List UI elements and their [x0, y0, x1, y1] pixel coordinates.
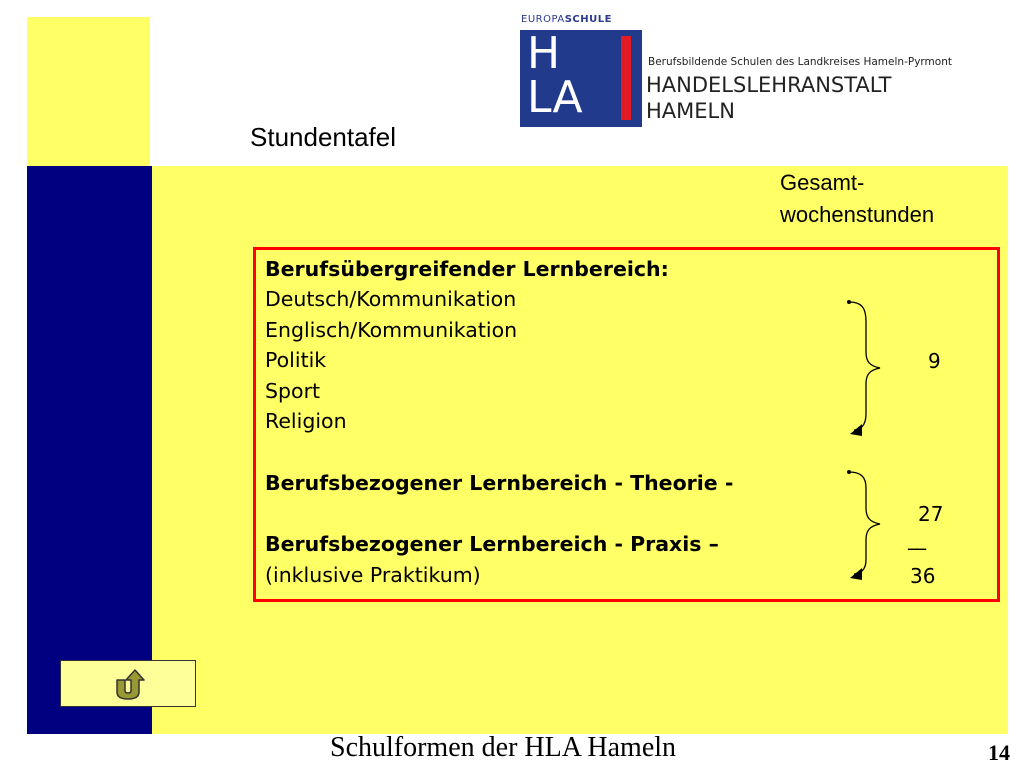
- footer-text: Schulformen der HLA Hameln: [330, 732, 677, 763]
- arrow-section23: [850, 568, 862, 580]
- brace-section23: [848, 471, 881, 575]
- brace-arrows-graphic: [847, 300, 881, 580]
- section1-heading: Berufsübergreifender Lernbereich:: [265, 257, 669, 281]
- logo-letters-la: LA: [527, 72, 583, 123]
- logo-city: HAMELN: [646, 99, 735, 123]
- section1-item: Englisch/Kommunikation: [265, 318, 518, 342]
- u-turn-back-arrow-icon: [116, 668, 145, 700]
- yellow-header-block: [27, 17, 150, 166]
- page-number: 14: [988, 740, 1010, 765]
- section3-note: (inklusive Praktikum): [265, 563, 481, 587]
- logo-red-bar: [621, 36, 631, 120]
- arrow-section1: [850, 424, 862, 436]
- page-title: Stundentafel: [250, 122, 397, 152]
- column-header-line2: wochenstunden: [780, 202, 935, 227]
- timetable-frame: [253, 247, 1000, 602]
- section2-heading: Berufsbezogener Lernbereich - Theorie -: [265, 471, 734, 495]
- brace-section1: [848, 301, 881, 431]
- total-rule: __: [908, 526, 926, 550]
- section1-item: Religion: [265, 409, 347, 433]
- section1-item: Deutsch/Kommunikation: [265, 287, 517, 311]
- hours-section1: 9: [928, 349, 941, 373]
- section1-item: Politik: [265, 348, 327, 372]
- navy-side-bar: [27, 166, 152, 734]
- back-button[interactable]: [60, 660, 196, 707]
- logo-subtitle: Berufsbildende Schulen des Landkreises H…: [648, 56, 952, 68]
- hours-total: 36: [910, 564, 936, 588]
- logo-school-name: HANDELSLEHRANSTALT: [646, 73, 892, 97]
- logo-letters-h: H: [527, 28, 561, 79]
- column-header-line1: Gesamt-: [780, 170, 865, 195]
- logo-europaschule-text: EUROPASCHULE: [521, 14, 612, 25]
- section1-item: Sport: [265, 379, 321, 403]
- yellow-content-area: [152, 166, 1008, 734]
- hours-section23: 27: [918, 502, 944, 526]
- section3-heading: Berufsbezogener Lernbereich - Praxis –: [265, 532, 719, 556]
